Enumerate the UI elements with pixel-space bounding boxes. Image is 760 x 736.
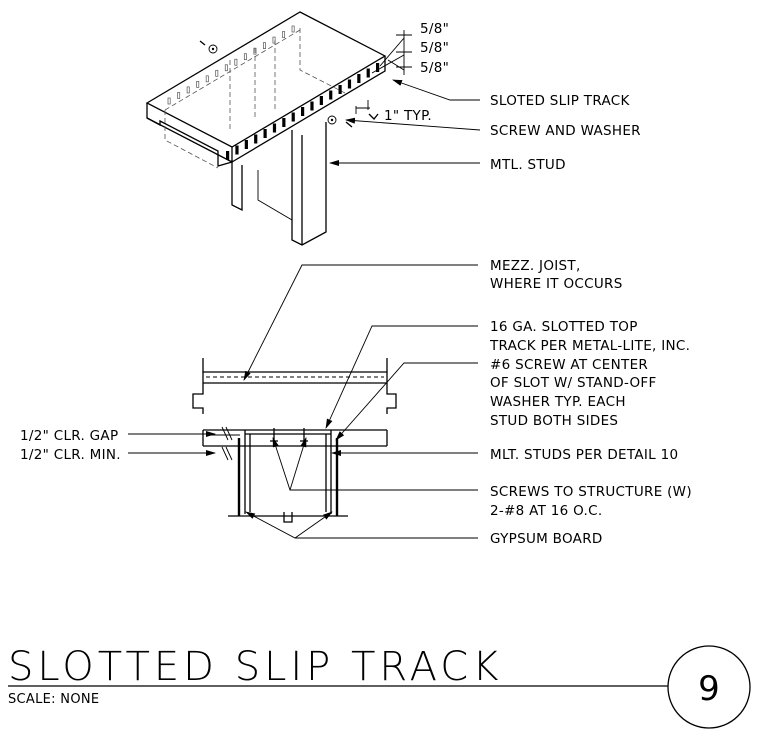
leader-gypsum-b — [294, 511, 333, 539]
track-slot — [254, 134, 258, 144]
drawing-title: SLOTTED SLIP TRACK — [8, 644, 502, 690]
drawing-scale: SCALE: NONE — [8, 692, 99, 707]
callout-track-3: #6 SCREW AT CENTER — [490, 357, 648, 373]
track-slot-hidden — [263, 42, 266, 49]
callout-gypsum: GYPSUM BOARD — [490, 531, 603, 547]
track-slot — [301, 107, 305, 116]
leader-screw — [335, 362, 478, 441]
detail-number-circle — [667, 645, 751, 729]
dim-5-8-c: 5/8" — [420, 60, 449, 76]
track-slot-hidden — [243, 53, 247, 61]
track-slot-hidden — [205, 75, 209, 83]
track-slot-hidden — [196, 81, 200, 88]
callout-screws-1: SCREWS TO STRUCTURE (W) — [490, 484, 692, 500]
callout-joist-2: WHERE IT OCCURS — [490, 276, 623, 292]
track-slot-hidden — [234, 58, 238, 66]
track-slot-hidden — [272, 36, 276, 44]
track-slot — [357, 74, 361, 83]
detail-number: 9 — [698, 669, 720, 709]
dim-5-8-b: 5/8" — [420, 40, 449, 56]
track-slot — [291, 112, 295, 122]
track-slot — [310, 101, 314, 111]
callout-mtl-stud: MTL. STUD — [490, 157, 566, 173]
track-slot-hidden — [186, 86, 190, 94]
section-slip-track — [192, 358, 397, 523]
track-slot-hidden — [177, 92, 181, 99]
track-slot — [244, 140, 248, 149]
callout-track-4: OF SLOT W/ STAND-OFF — [490, 375, 657, 391]
track-slot-hidden — [224, 64, 228, 72]
track-slot-hidden — [291, 25, 295, 33]
callout-studs: MLT. STUDS PER DETAIL 10 — [490, 447, 678, 463]
typ-note: 1" TYP. — [384, 108, 432, 124]
leader-screw-washer — [345, 117, 481, 131]
leader-slip-track — [392, 79, 480, 101]
track-slot-hidden — [167, 97, 171, 105]
callout-track-1: 16 GA. SLOTTED TOP — [490, 319, 638, 335]
callout-track-5: WASHER TYP. EACH — [490, 394, 626, 410]
track-slot — [263, 129, 267, 138]
track-slot — [347, 79, 352, 89]
callout-clr-gap: 1/2" CLR. GAP — [20, 428, 118, 444]
isometric-slip-track — [145, 11, 412, 246]
dim-5-8-a: 5/8" — [420, 21, 449, 37]
leader-screws-structure-b — [289, 437, 307, 491]
track-slot — [235, 145, 239, 155]
callout-track-2: TRACK PER METAL-LITE, INC. — [489, 338, 690, 354]
callout-clr-min: 1/2" CLR. MIN. — [20, 447, 121, 463]
track-slot — [366, 68, 370, 78]
track-slot — [272, 123, 277, 133]
callout-screw-washer: SCREW AND WASHER — [490, 123, 641, 139]
track-slot — [319, 96, 323, 105]
track-slot — [376, 63, 380, 72]
track-slot-hidden — [215, 69, 219, 77]
callout-sloted-slip-track: SLOTED SLIP TRACK — [490, 93, 631, 109]
callout-track-6: STUD BOTH SIDES — [490, 413, 618, 429]
leader-track — [325, 325, 478, 429]
track-slot — [329, 90, 333, 100]
track-slot — [338, 85, 342, 94]
callout-screws-2: 2-#8 AT 16 O.C. — [490, 503, 602, 519]
callout-joist-1: MEZZ. JOIST, — [490, 258, 581, 274]
track-slot — [282, 118, 286, 127]
track-slot-hidden — [253, 47, 257, 55]
track-slot-hidden — [282, 31, 286, 38]
track-slot — [226, 151, 230, 160]
leader-joist — [243, 264, 478, 381]
